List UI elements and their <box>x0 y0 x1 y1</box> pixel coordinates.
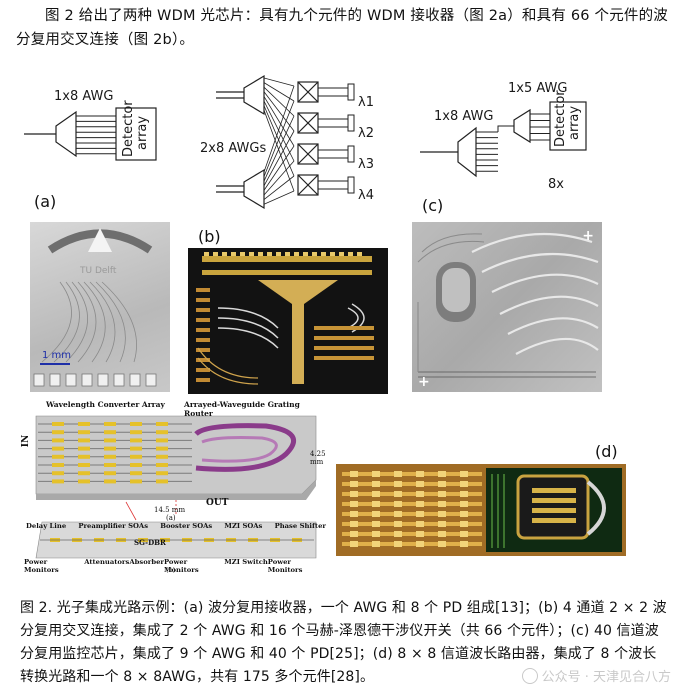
schematic-d-sg-dbr: SG-DBR <box>134 538 166 547</box>
schematic-d-top-label-5: Phase Shifter <box>274 522 326 530</box>
diagram-b: 2x8 AWGs λ1 λ2 λ3 λ4 <box>200 74 374 210</box>
photo-a-logo: TU Delft <box>80 266 117 276</box>
schematic-d-bottom-label-5: MZI Switch <box>224 558 268 566</box>
diagram-c-detector-awg-label: 1x5 AWG <box>508 81 567 96</box>
diagram-a-detector-line2: array <box>135 116 150 150</box>
diagram-a: 1x8 AWG Detector array <box>24 89 157 161</box>
photo-b-pads <box>196 252 362 382</box>
diagram-c-awg-label: 1x8 AWG <box>434 109 493 124</box>
schematic-d-top-label-4: MZI SOAs <box>224 522 263 530</box>
diagram-c: 1x8 AWG 1x5 AWG Detector array 8x <box>420 81 587 192</box>
photo-c-chip: + + <box>412 222 602 392</box>
diagram-b-lambda-3: λ3 <box>358 157 374 172</box>
schematic-d-top-label-2: Preamplifier SOAs <box>78 522 149 530</box>
schematic-d-bottom-label-6: Power Monitors <box>267 558 303 574</box>
intro-paragraph: 图 2 给出了两种 WDM 光芯片：具有九个元件的 WDM 接收器（图 2a）和… <box>16 8 668 48</box>
photo-c-plus-bottom: + <box>418 374 430 390</box>
panel-label-d: (d) <box>595 442 618 461</box>
photo-a-scale-bar: 1 mm <box>42 350 72 361</box>
photo-d-rows <box>342 471 482 547</box>
figure-caption: 图 2. 光子集成光路示例：(a) 波分复用接收器，一个 AWG 和 8 个 P… <box>20 600 667 685</box>
schematic-d-channels <box>38 422 192 484</box>
watermark-text: 公众号 · 天津见合八方 <box>541 670 671 685</box>
photo-d-chip <box>336 464 626 556</box>
schematic-d-top-label-1: Delay Line <box>26 522 67 530</box>
schematic-d-in: IN <box>21 434 32 448</box>
diagram-b-switches <box>297 81 355 196</box>
watermark: 公众号 · 天津见合八方 <box>521 666 671 685</box>
diagram-b-awg-label: 2x8 AWGs <box>200 141 266 156</box>
photo-c-plus-top: + <box>582 228 594 244</box>
schematic-d-top-label-3: Booster SOAs <box>160 522 213 530</box>
photo-b-chip <box>188 248 388 394</box>
photo-a-chip: TU Delft 1 mm <box>30 222 170 392</box>
diagram-a-waveguides <box>76 115 116 155</box>
diagram-c-detector-line2: array <box>567 106 582 140</box>
schematic-d-bottom-label-1: Power Monitors <box>24 558 59 574</box>
diagram-a-detector-line1: Detector <box>121 100 136 157</box>
diagram-a-awg-label: 1x8 AWG <box>54 89 113 104</box>
panel-label-a: (a) <box>34 192 57 211</box>
schematic-d-sub-a: (a) <box>166 514 176 522</box>
wechat-icon <box>521 667 538 684</box>
diagram-b-lambda-1: λ1 <box>358 95 374 110</box>
diagram-c-waveguides-1 <box>476 125 514 172</box>
schematic-d-out: OUT <box>206 498 229 508</box>
schematic-d-bottom-label-2: Attenuators <box>84 558 130 566</box>
schematic-d: Wavelength Converter Array Arrayed-Waveg… <box>16 398 330 574</box>
schematic-d-height: 4.25 mm <box>310 450 326 466</box>
panel-label-b: (b) <box>198 227 221 246</box>
figure-2: 1x8 AWG Detector array (a) 2x8 AWGs λ1 λ… <box>0 62 687 582</box>
schematic-d-bottom-label-3: Absorber <box>129 558 164 566</box>
panel-label-c: (c) <box>422 196 444 215</box>
diagram-b-lambda-2: λ2 <box>358 126 374 141</box>
diagram-b-lambda-4: λ4 <box>358 188 374 203</box>
schematic-d-section-right: Arrayed-Waveguide Grating Router <box>184 400 300 418</box>
schematic-d-bottom-label-4: Power Monitors <box>163 558 199 574</box>
schematic-d-section-left: Wavelength Converter Array <box>46 400 165 409</box>
diagram-c-waveguides-2 <box>530 113 550 141</box>
diagram-c-detector-line1: Detector <box>553 90 568 147</box>
schematic-d-sub-b: (b) <box>166 566 176 574</box>
schematic-d-sub-devices <box>40 538 314 542</box>
diagram-b-fan <box>263 77 295 205</box>
schematic-d-width: 14.5 mm <box>154 506 186 514</box>
diagram-c-multiplier: 8x <box>548 177 564 192</box>
